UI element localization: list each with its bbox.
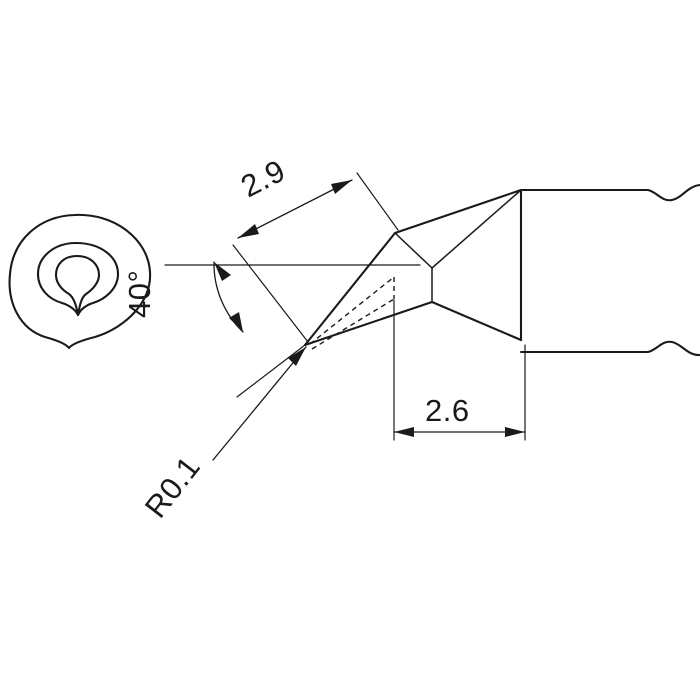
dimension-40-deg: 40° xyxy=(122,261,306,398)
dim-40-leg-line xyxy=(236,344,306,398)
end-view-outer-outline xyxy=(8,213,152,350)
dimension-r0-1: R0.1 xyxy=(138,346,307,525)
tip-upper-outline xyxy=(303,183,700,347)
dim-2-9-ext-right xyxy=(356,172,399,231)
dim-2-6-arrow-right xyxy=(505,427,525,437)
end-view-inner-ring xyxy=(36,241,120,317)
dim-2-9-label: 2.9 xyxy=(235,153,291,204)
dim-2-9-arrow-left xyxy=(238,224,259,238)
tip-hidden-bore-lower xyxy=(311,298,395,350)
dim-r0-1-arrow xyxy=(288,347,306,366)
tip-bevel-edge xyxy=(394,232,433,269)
tip-cone-lower-edge xyxy=(303,300,523,347)
dim-2-9-arrow-right xyxy=(331,180,352,194)
dim-2-6-label: 2.6 xyxy=(425,393,470,428)
side-view-group xyxy=(303,183,700,357)
end-view-group xyxy=(8,213,152,350)
dim-2-9-line xyxy=(237,179,353,239)
tip-cone-fold-upper xyxy=(431,189,522,269)
dim-r0-1-leader xyxy=(212,346,307,461)
dimension-2-9: 2.9 xyxy=(232,153,399,343)
dim-40-arrow-bottom xyxy=(229,312,243,332)
dim-2-9-ext-left xyxy=(232,244,309,343)
dim-2-6-arrow-left xyxy=(394,427,414,437)
dim-40-label: 40° xyxy=(122,270,157,318)
dimension-2-6: 2.6 xyxy=(393,299,526,441)
end-view-point xyxy=(54,254,101,317)
dim-r0-1-label: R0.1 xyxy=(138,450,207,525)
tip-lower-outline xyxy=(519,340,700,357)
dim-40-arrow-top xyxy=(214,262,231,281)
